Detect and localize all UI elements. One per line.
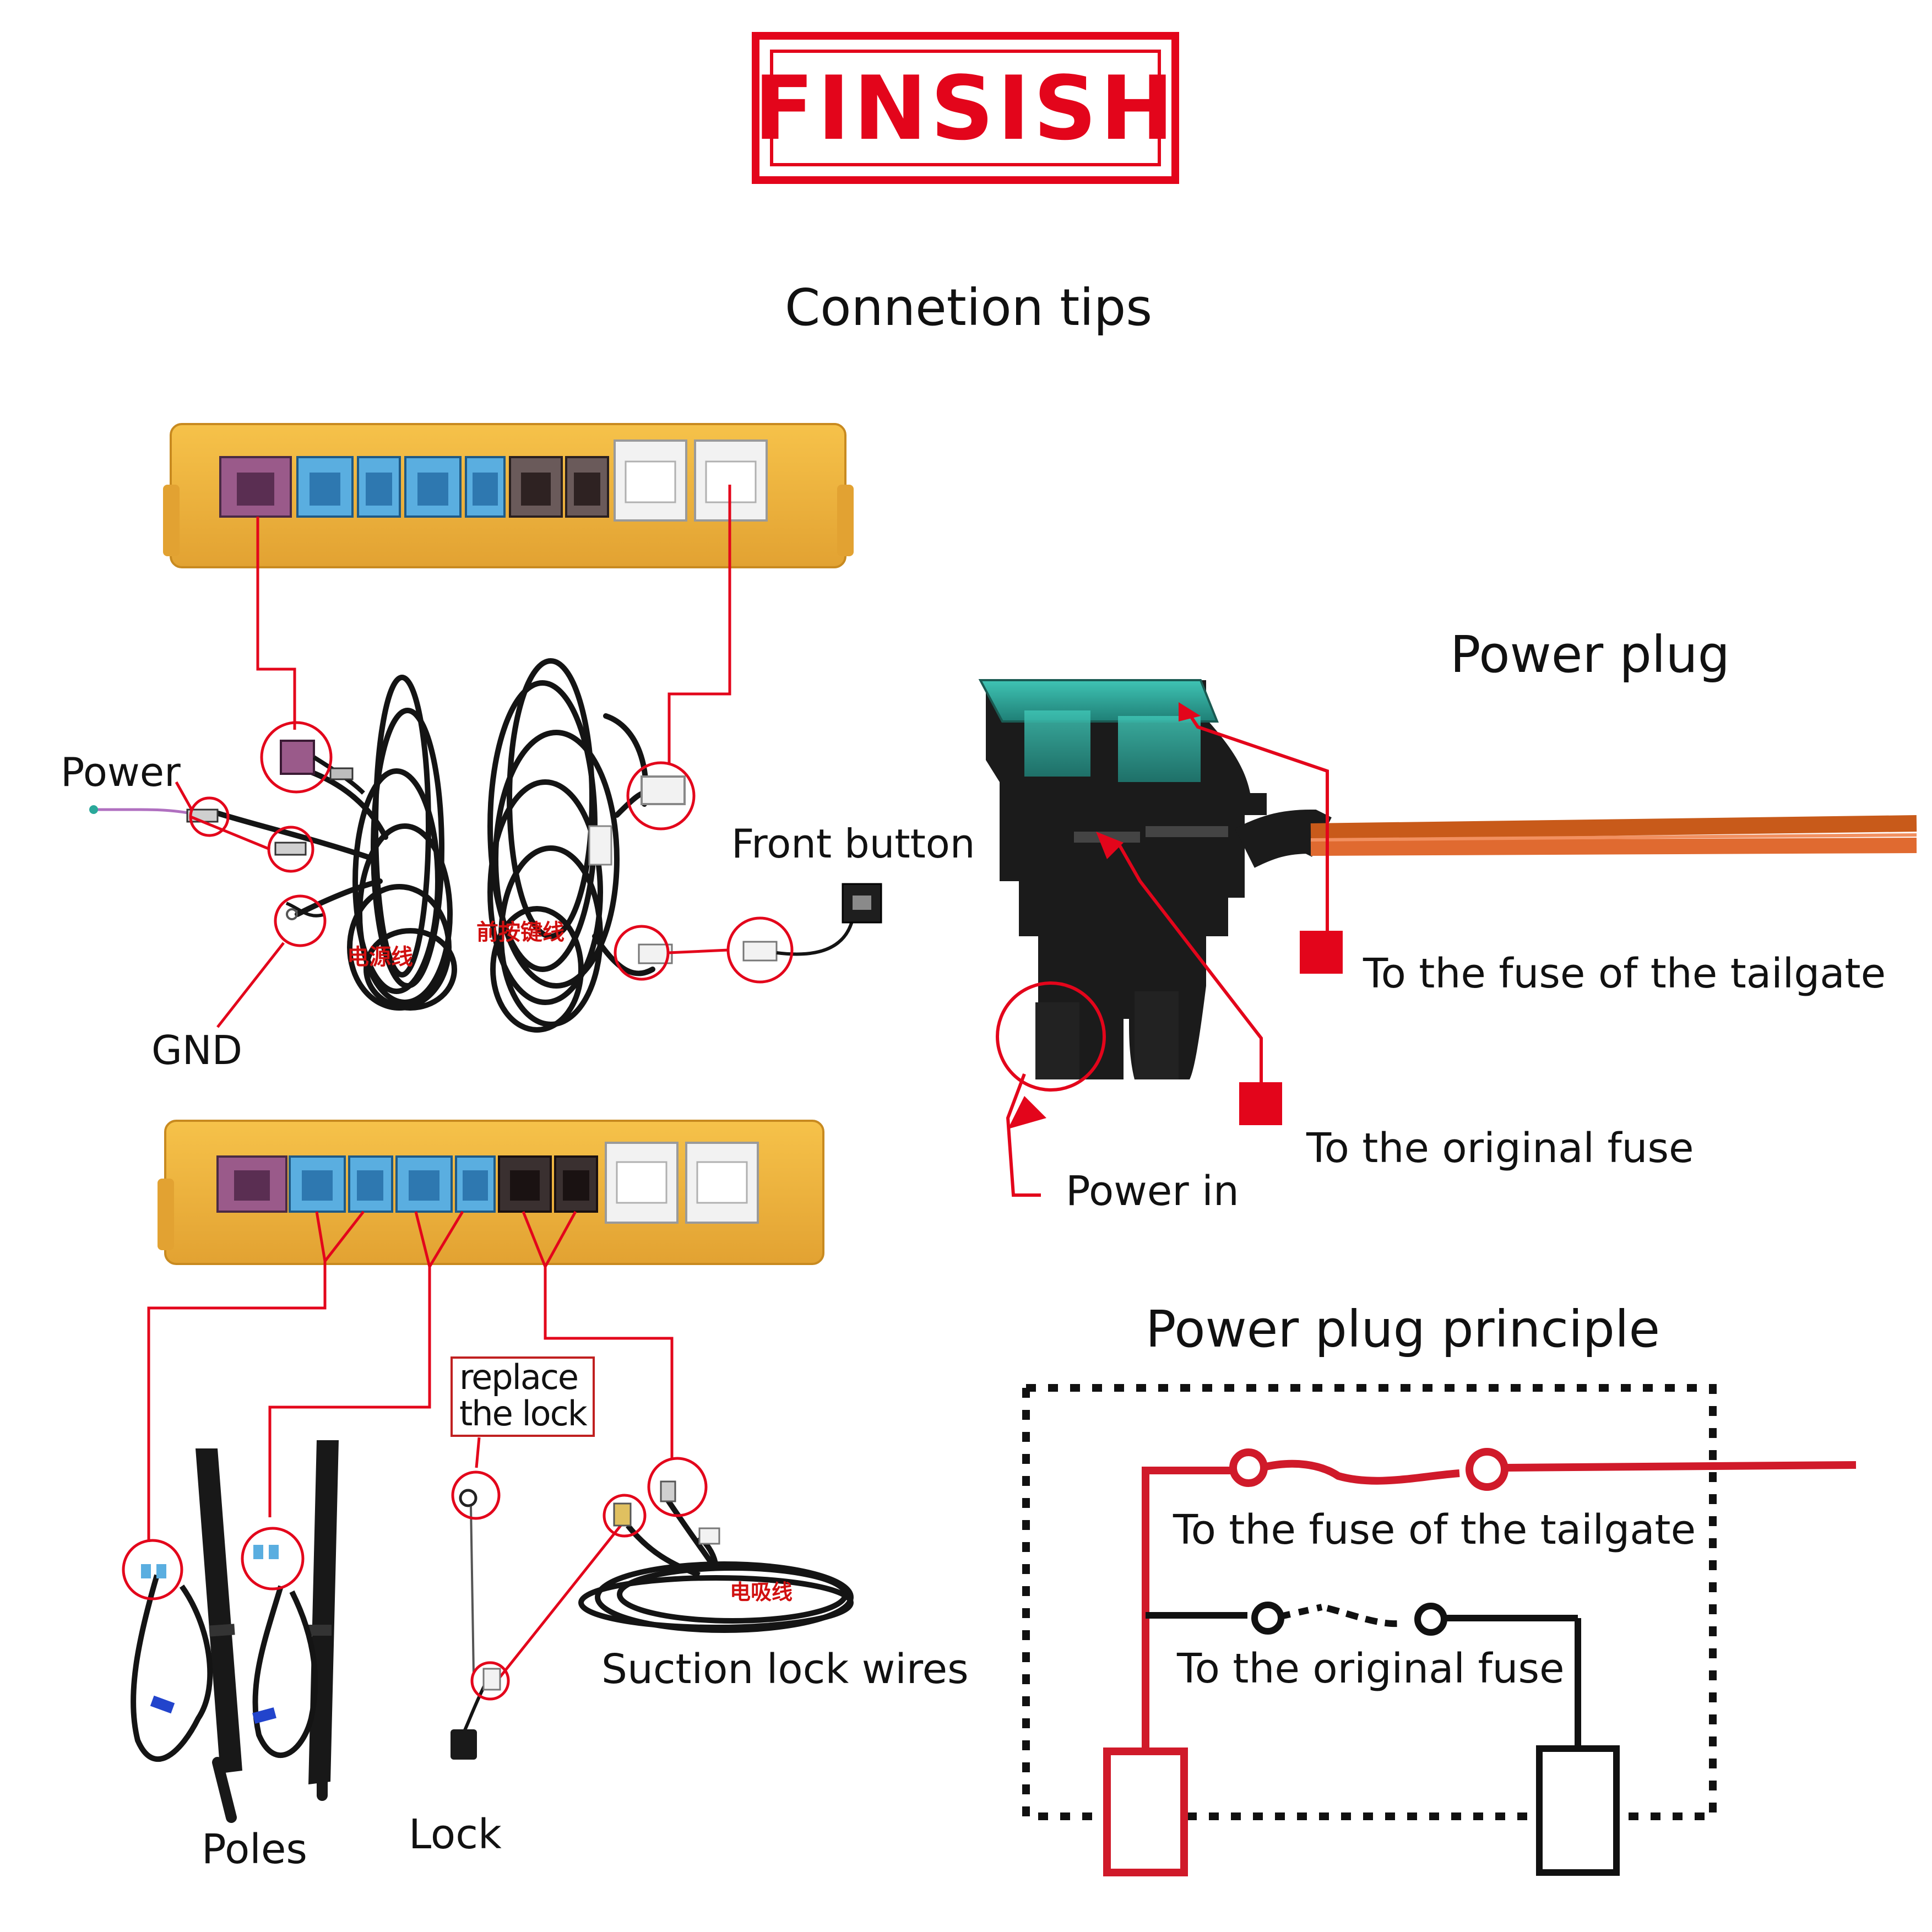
power-wire-harness	[1235, 809, 1917, 868]
replace-lock-box	[451, 1356, 595, 1437]
suction-lock-cable	[578, 1496, 854, 1633]
strut-pole-right	[252, 1440, 339, 1801]
white-plug-top	[588, 775, 686, 866]
strut-pole-left	[131, 1448, 242, 1823]
page-subtitle: Connetion tips	[785, 278, 1153, 337]
label-lock: Lock	[409, 1811, 502, 1858]
suction-lock-connectors	[613, 1480, 720, 1545]
label-to-tailgate-fuse: To the fuse of the tailgate	[1363, 950, 1886, 997]
port-bottom-blue-3	[395, 1155, 453, 1213]
label-suction-cable-cn: 电吸线	[730, 1580, 793, 1604]
leader-lines-top	[256, 485, 731, 763]
replace-lock-line-2: the lock	[459, 1393, 588, 1434]
port-bottom-white-1	[605, 1142, 679, 1224]
front-button-switch	[842, 883, 882, 924]
leader-lines-top-2	[175, 781, 729, 1028]
port-bottom-dark-1	[498, 1155, 552, 1213]
principle-tailgate-circuit	[1103, 1448, 1857, 1876]
control-box-top	[163, 423, 854, 568]
port-bottom-purple	[216, 1155, 287, 1213]
port-white-1	[614, 439, 687, 522]
principle-original-circuit	[1146, 1602, 1620, 1876]
label-power-in: Power in	[1066, 1168, 1239, 1215]
port-bottom-dark-2	[554, 1155, 598, 1213]
fuse-callout-lines	[996, 709, 1329, 1197]
label-button-cable-cn: 前按键线	[476, 919, 565, 945]
port-blue-3	[404, 456, 462, 518]
power-cable-coil	[212, 675, 457, 1011]
port-dark-1	[509, 456, 563, 518]
label-power-cable-cn: 电源线	[347, 944, 413, 970]
label-power-plug: Power plug	[1450, 625, 1730, 684]
label-to-original-fuse: To the original fuse	[1306, 1125, 1694, 1172]
label-poles: Poles	[202, 1826, 307, 1873]
port-blue-2	[357, 456, 401, 518]
fuse-tap-device	[978, 679, 1267, 1079]
leader-lines-bottom	[147, 1211, 674, 1684]
label-suction-lock-wires: Suction lock wires	[601, 1646, 969, 1693]
port-dark-2	[565, 456, 609, 518]
label-front-button: Front button	[731, 821, 975, 867]
port-blue-1	[296, 456, 354, 518]
replace-lock-line-1: replace	[459, 1357, 579, 1397]
highlight-circles-top	[189, 721, 794, 984]
principle-dotted-frame	[1022, 1384, 1717, 1820]
port-bottom-blue-4	[455, 1155, 496, 1213]
gnd-terminal	[274, 842, 325, 920]
label-principle-original: To the original fuse	[1177, 1645, 1565, 1692]
label-principle-tailgate: To the fuse of the tailgate	[1173, 1506, 1696, 1554]
highlight-circles-bottom	[122, 1457, 708, 1701]
port-blue-4	[465, 456, 506, 518]
lock-assembly	[451, 1489, 501, 1760]
label-gnd: GND	[151, 1027, 243, 1073]
title-badge-text: FINSISH	[753, 56, 1177, 160]
purple-plug	[280, 740, 365, 795]
port-bottom-white-2	[685, 1142, 759, 1224]
port-bottom-blue-2	[348, 1155, 393, 1213]
pole-connectors	[141, 1545, 279, 1578]
fuse-callout-markers	[1008, 702, 1343, 1129]
port-power-purple	[219, 456, 292, 518]
control-box-bottom	[158, 1120, 824, 1265]
title-badge: FINSISH	[754, 50, 1174, 166]
port-bottom-blue-1	[289, 1155, 346, 1213]
label-principle-title: Power plug principle	[1146, 1300, 1660, 1359]
label-power: Power	[61, 749, 181, 795]
title-badge-frame	[752, 32, 1179, 184]
